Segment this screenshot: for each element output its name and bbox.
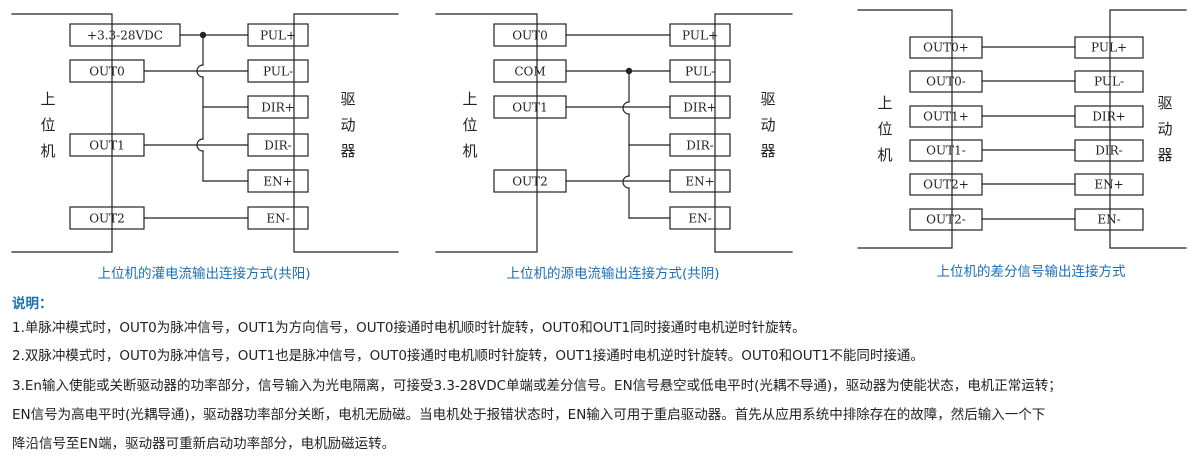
wire-common-hop-2 xyxy=(622,175,630,189)
driver-terminal-label: EN- xyxy=(1097,213,1120,227)
wiring-diagrams: +3.3-28VDC OUT0 OUT1 OUT2 PUL+ PUL- DIR+… xyxy=(11,9,1187,282)
driver-terminal-label: DIR- xyxy=(686,139,713,153)
host-frame xyxy=(857,9,953,249)
host-terminal-label: OUT2+ xyxy=(923,178,969,192)
host-terminal-label: OUT0- xyxy=(926,75,966,89)
driver-terminal-label: PUL- xyxy=(1094,75,1124,89)
host-terminal-label: OUT1 xyxy=(89,139,125,153)
driver-terminal-label: PUL- xyxy=(685,65,715,79)
host-frame xyxy=(11,13,113,253)
driver-frame xyxy=(293,13,399,253)
driver-terminal-label: PUL- xyxy=(263,65,293,79)
driver-terminal-label: DIR- xyxy=(1095,144,1122,158)
driver-terminal-label: PUL+ xyxy=(682,29,718,43)
notes-title: 说明： xyxy=(12,296,53,312)
driver-frame xyxy=(714,13,793,253)
host-terminal-label: OUT1+ xyxy=(923,110,969,124)
note-line: 3.En输入使能或关断驱动器的功率部分，信号输入为光电隔离，可接受3.3-28V… xyxy=(12,378,1062,394)
host-label: 上位机 xyxy=(462,90,477,160)
diagram-title: 上位机的差分信号输出连接方式 xyxy=(937,263,1126,280)
host-terminal-label: COM xyxy=(514,65,545,79)
host-terminal-label: OUT1- xyxy=(926,144,966,158)
driver-terminal-label: EN- xyxy=(688,212,711,226)
driver-terminal-label: DIR+ xyxy=(261,101,294,115)
note-line: 降沿信号至EN端，驱动器可重新启动功率部分，电机励磁运转。 xyxy=(12,436,396,452)
diagram-title: 上位机的源电流输出连接方式(共阴) xyxy=(506,265,719,282)
driver-terminal-label: PUL+ xyxy=(260,29,296,43)
driver-label: 驱动器 xyxy=(760,90,775,160)
host-terminal-label: OUT2 xyxy=(89,212,125,226)
diagram-title: 上位机的灌电流输出连接方式(共阳) xyxy=(97,265,310,282)
driver-label: 驱动器 xyxy=(1157,94,1172,164)
host-frame xyxy=(435,13,538,253)
driver-terminal-label: EN+ xyxy=(1094,178,1123,192)
host-terminal-label: OUT0+ xyxy=(923,41,969,55)
wire-common-hop-1 xyxy=(622,101,630,115)
note-line: 2.双脉冲模式时，OUT0为脉冲信号，OUT1也是脉冲信号，OUT0接通时电机顺… xyxy=(12,348,924,364)
junction-dot xyxy=(625,67,633,75)
driver-terminal-label: DIR+ xyxy=(683,101,716,115)
host-terminal-label: OUT2- xyxy=(926,213,966,227)
host-terminal-label: OUT1 xyxy=(512,101,548,115)
driver-terminal-label: DIR+ xyxy=(1092,110,1125,124)
driver-label: 驱动器 xyxy=(340,90,355,160)
driver-terminal-label: EN+ xyxy=(263,175,292,189)
host-terminal-label: +3.3-28VDC xyxy=(87,29,163,43)
host-label: 上位机 xyxy=(877,94,892,164)
host-terminal-label: OUT2 xyxy=(512,175,548,189)
driver-terminal-label: EN- xyxy=(266,212,289,226)
junction-dot xyxy=(199,31,207,39)
driver-terminal-label: EN+ xyxy=(685,175,714,189)
diagram-sink xyxy=(11,13,399,253)
diagram-source xyxy=(435,13,793,253)
host-label: 上位机 xyxy=(40,90,55,160)
driver-terminal-label: PUL+ xyxy=(1091,41,1127,55)
host-terminal-label: OUT0 xyxy=(89,65,125,79)
driver-terminal-label: DIR- xyxy=(264,139,291,153)
host-terminal-label: OUT0 xyxy=(512,29,548,43)
diagram-differential xyxy=(857,9,1187,249)
note-line: EN信号为高电平时(光耦导通)，驱动器功率部分关断，电机无励磁。当电机处于报错状… xyxy=(12,407,1046,423)
driver-frame xyxy=(1109,9,1187,249)
note-line: 1.单脉冲模式时，OUT0为脉冲信号，OUT1为方向信号，OUT0接通时电机顺时… xyxy=(12,320,806,336)
